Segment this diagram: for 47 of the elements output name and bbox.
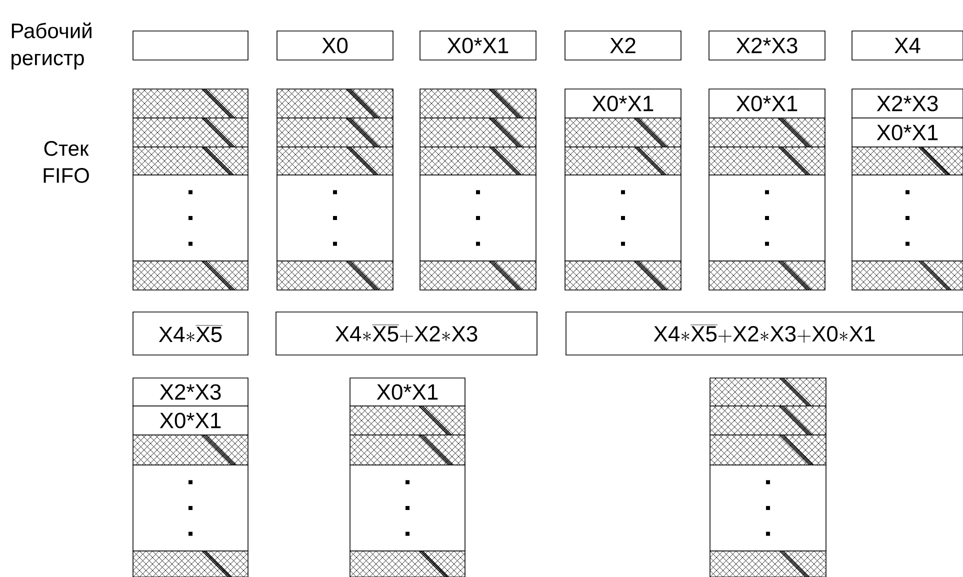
register-box: $\mathrm{X4{*}}\overline{\mathrm{X5}}\mathrm{{+}X2{*}X3}$ bbox=[276, 312, 538, 356]
hatched-cell bbox=[708, 146, 826, 176]
stack-cell: X0*X1 bbox=[350, 378, 466, 406]
stack-cell: X0*X1 bbox=[132, 406, 248, 436]
register-box: $\mathrm{X4{*}}\overline{\mathrm{X5}}\mathrm{{+}X2{*}X3{+}X0{*}X1}$ bbox=[566, 312, 963, 356]
stack-cell: X2*X3 bbox=[852, 88, 963, 118]
register-box: X2*X3 bbox=[708, 30, 826, 60]
hatched-cell bbox=[350, 434, 466, 466]
hatched-cell bbox=[276, 88, 394, 118]
hatched-cell bbox=[420, 118, 536, 148]
hatched-cell bbox=[276, 146, 394, 176]
register-box: X0 bbox=[276, 30, 394, 60]
hatched-cell bbox=[350, 550, 466, 577]
hatched-cell bbox=[564, 146, 682, 176]
hatched-cell bbox=[564, 118, 682, 148]
hatched-cell bbox=[132, 146, 248, 176]
hatched-cell bbox=[708, 118, 826, 148]
hatched-cell bbox=[132, 434, 248, 466]
row-label: Стек FIFO bbox=[44, 141, 89, 183]
hatched-cell bbox=[132, 550, 248, 577]
row-label: Рабочий регистр bbox=[12, 22, 92, 70]
register-box bbox=[132, 30, 248, 60]
hatched-cell bbox=[710, 406, 826, 436]
hatched-cell bbox=[564, 260, 682, 290]
stack-cell: X0*X1 bbox=[564, 88, 682, 118]
hatched-cell bbox=[852, 146, 963, 176]
hatched-cell bbox=[710, 550, 826, 577]
hatched-cell bbox=[420, 88, 536, 118]
hatched-cell bbox=[710, 378, 826, 406]
register-box: X2 bbox=[564, 30, 682, 60]
hatched-cell bbox=[276, 260, 394, 290]
register-box: X0*X1 bbox=[420, 30, 536, 60]
stack-cell: X2*X3 bbox=[132, 378, 248, 406]
hatched-cell bbox=[420, 146, 536, 176]
hatched-cell bbox=[710, 434, 826, 466]
hatched-cell bbox=[420, 260, 536, 290]
hatched-cell bbox=[350, 406, 466, 436]
hatched-cell bbox=[708, 260, 826, 290]
register-box: $\mathrm{X4{*}}\overline{\mathrm{X5}}$ bbox=[132, 312, 248, 356]
register-box: X4 bbox=[852, 30, 963, 60]
hatched-cell bbox=[276, 118, 394, 148]
stack-cell: X0*X1 bbox=[852, 118, 963, 148]
hatched-cell bbox=[132, 260, 248, 290]
hatched-cell bbox=[132, 118, 248, 148]
hatched-cell bbox=[852, 260, 963, 290]
stack-cell: X0*X1 bbox=[708, 88, 826, 118]
hatched-cell bbox=[132, 88, 248, 118]
